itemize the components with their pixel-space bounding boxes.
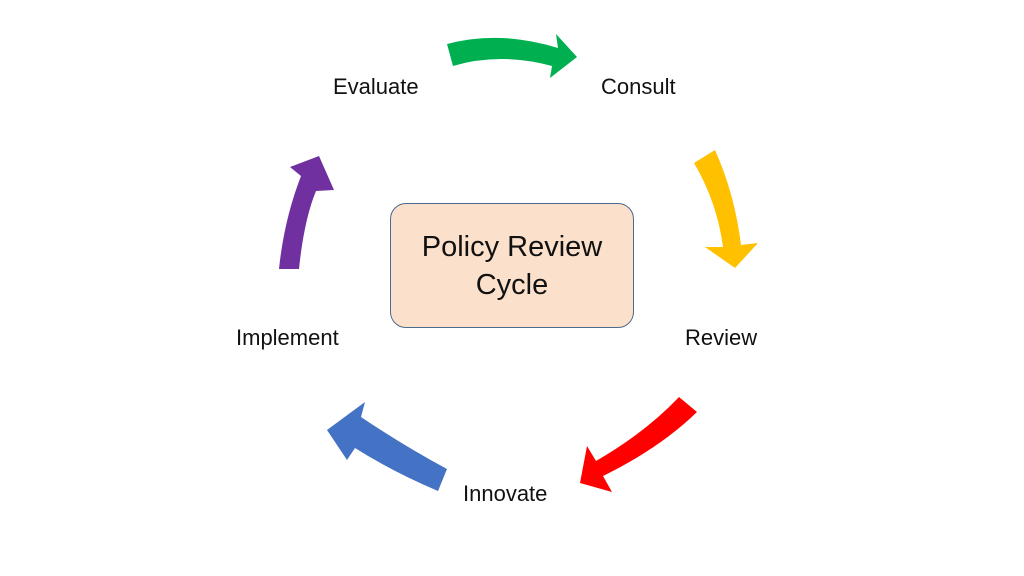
arrow-implement-to-evaluate (279, 156, 334, 269)
arrow-innovate-to-implement (327, 402, 447, 491)
stage-label-implement: Implement (236, 325, 339, 350)
stage-label-review: Review (685, 325, 758, 350)
arrow-evaluate-to-consult (447, 34, 577, 78)
center-box: Policy Review Cycle (390, 203, 634, 328)
stage-label-evaluate: Evaluate (333, 74, 419, 99)
arrow-review-to-innovate (580, 397, 697, 492)
stage-label-consult: Consult (601, 74, 676, 99)
arrow-consult-to-review (694, 150, 758, 268)
stage-label-innovate: Innovate (463, 481, 548, 506)
center-title: Policy Review Cycle (421, 230, 603, 301)
